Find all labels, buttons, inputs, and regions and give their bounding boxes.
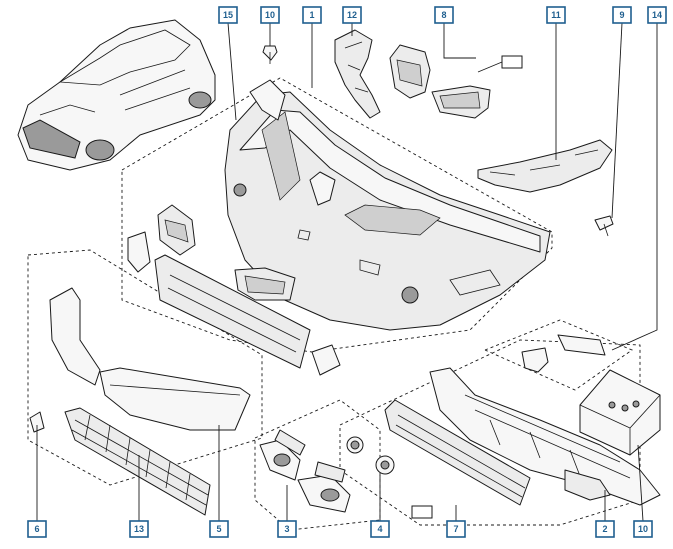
callout-3[interactable]: 3 [277,520,297,538]
svg-text:11: 11 [551,10,561,20]
svg-text:3: 3 [284,524,289,534]
leader-lines [36,22,658,522]
lower-grille-kit[interactable] [384,399,531,519]
callout-15[interactable]: 15 [218,6,238,24]
callout-5[interactable]: 5 [209,520,229,538]
callout-8[interactable]: 8 [434,6,454,24]
svg-text:6: 6 [34,524,39,534]
svg-text:15: 15 [223,10,233,20]
front-bumper-upper-trim[interactable] [249,79,286,121]
callout-12[interactable]: 12 [342,6,362,24]
undertray[interactable] [429,367,661,506]
svg-text:14: 14 [652,10,662,20]
callout-6[interactable]: 6 [27,520,47,538]
central-lower-grille[interactable] [154,254,341,376]
fastener-box[interactable] [579,369,661,456]
left-bracket[interactable] [334,29,381,119]
callout-1[interactable]: 1 [302,6,322,24]
svg-text:4: 4 [377,524,382,534]
callout-9[interactable]: 9 [612,6,632,24]
svg-text:8: 8 [441,10,446,20]
small-clip[interactable] [29,411,45,433]
svg-text:12: 12 [347,10,357,20]
svg-text:7: 7 [453,524,458,534]
top-clip[interactable] [262,45,278,64]
callout-7[interactable]: 7 [446,520,466,538]
bracket-set[interactable] [521,334,606,373]
car-thumbnail [17,19,216,171]
callout-10-bottom[interactable]: 10 [633,520,653,538]
svg-text:5: 5 [216,524,221,534]
svg-text:1: 1 [309,10,314,20]
group-outlines [27,77,641,531]
right-bracket[interactable] [477,139,613,193]
fog-lamp-caps[interactable] [346,436,395,475]
callout-2[interactable]: 2 [595,520,615,538]
svg-text:10: 10 [265,10,275,20]
callout-13[interactable]: 13 [129,520,149,538]
svg-text:13: 13 [134,524,144,534]
fog-lamp-bezels[interactable] [259,429,351,513]
front-bumper-shell[interactable] [224,91,551,331]
callout-11[interactable]: 11 [546,6,566,24]
side-grilles-kit[interactable] [389,44,523,119]
callout-14[interactable]: 14 [647,6,667,24]
trim-strips[interactable] [49,287,251,431]
svg-text:2: 2 [602,524,607,534]
svg-text:10: 10 [638,524,648,534]
svg-text:9: 9 [619,10,624,20]
left-side-grille[interactable] [127,204,296,301]
callout-labels: 15 10 1 12 8 11 9 14 [27,6,667,538]
callout-4[interactable]: 4 [370,520,390,538]
callout-10-top[interactable]: 10 [260,6,280,24]
push-pin[interactable] [594,215,614,237]
